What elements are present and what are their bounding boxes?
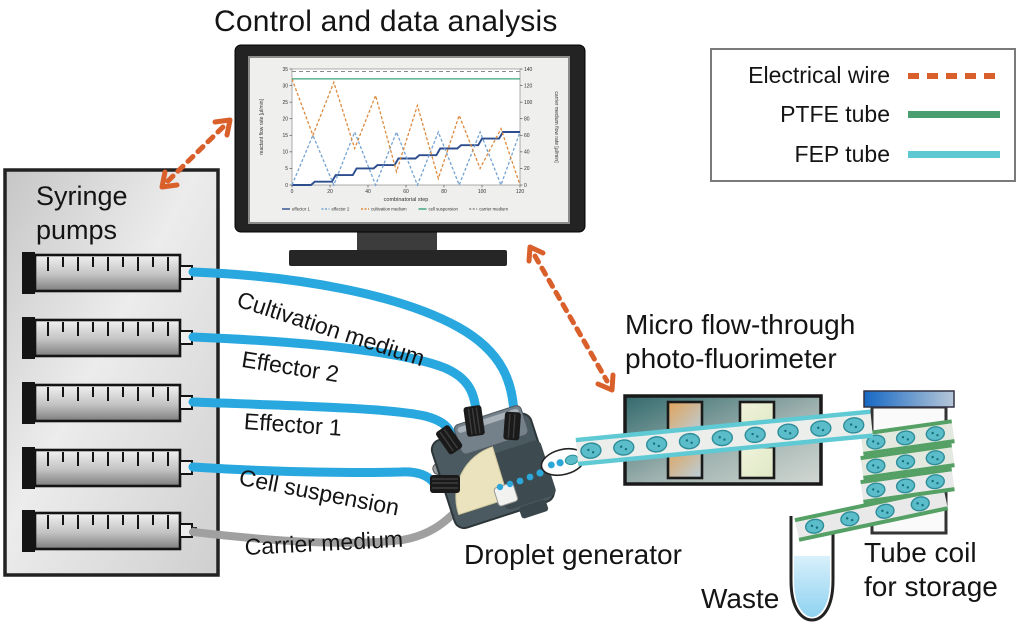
- coil-exit-band: [794, 486, 949, 542]
- svg-text:60: 60: [524, 133, 530, 139]
- syringe: [22, 382, 197, 424]
- electrical-wire-monitor-fluorimeter: [526, 244, 616, 393]
- droplet-band: [575, 409, 874, 467]
- svg-text:25: 25: [282, 100, 288, 106]
- monitor: 0 5 10 15 20 25 30 35 0 20 40 60 80 100 120 140 0 20 40 60 8…: [234, 44, 586, 266]
- svg-text:carrier medium flow rate [µl/m: carrier medium flow rate [µl/min]: [553, 91, 559, 163]
- legend-label: Electrical wire: [748, 62, 890, 89]
- electrical-wires: [159, 117, 616, 393]
- syringe: [22, 447, 197, 489]
- coil-wraps: [794, 419, 955, 542]
- page-title: Control and data analysis: [214, 5, 558, 38]
- legend-item-ptfe-tube: PTFE tube: [726, 101, 1000, 128]
- syringe: [22, 510, 197, 552]
- reagent-tubes: [188, 267, 519, 547]
- svg-text:100: 100: [524, 100, 533, 106]
- svg-text:40: 40: [365, 189, 371, 195]
- svg-text:15: 15: [282, 133, 288, 139]
- svg-text:effector 2: effector 2: [332, 207, 350, 212]
- tube-carrier-medium: [189, 501, 466, 547]
- monitor-chart: 0 5 10 15 20 25 30 35 0 20 40 60 80 100 120 140 0 20 40 60 8…: [259, 67, 559, 212]
- svg-text:60: 60: [403, 189, 409, 195]
- svg-text:10: 10: [282, 150, 288, 156]
- coil-band: [860, 419, 955, 456]
- legend-item-fep-tube: FEP tube: [726, 141, 1000, 168]
- svg-text:carrier medium: carrier medium: [479, 207, 508, 212]
- generator-knobs: [430, 405, 521, 493]
- tube-effector-2: [188, 332, 481, 415]
- monitor-stand-base: [289, 250, 507, 266]
- droplet-magnifier: [540, 447, 586, 477]
- tube-cultivation-medium: [188, 267, 519, 417]
- svg-text:35: 35: [282, 67, 288, 73]
- tube-cell-suspension: [188, 462, 438, 487]
- svg-text:80: 80: [524, 117, 530, 123]
- droplet-generator-device: [430, 405, 586, 530]
- syringe-pumps-title: Syringe pumps: [36, 181, 128, 245]
- svg-text:combinatorial step: combinatorial step: [384, 197, 429, 203]
- legend-label: FEP tube: [794, 140, 890, 167]
- svg-text:140: 140: [524, 67, 533, 73]
- electrical-wire-pumps-monitor: [159, 117, 233, 190]
- syringe-pump-unit: [3, 168, 220, 577]
- coil-band: [860, 467, 955, 504]
- svg-text:cell suspension: cell suspension: [429, 207, 459, 212]
- svg-text:5: 5: [285, 166, 288, 172]
- syringe: [22, 317, 197, 359]
- svg-text:80: 80: [441, 189, 447, 195]
- syringe: [22, 252, 197, 294]
- svg-text:reactant flow rate [µl/min]: reactant flow rate [µl/min]: [259, 98, 265, 155]
- tube-coil-label: Tube coil for storage: [864, 537, 998, 603]
- fluorimeter-label: Micro flow-through photo-fluorimeter: [625, 309, 856, 375]
- svg-text:20: 20: [327, 189, 333, 195]
- svg-text:20: 20: [282, 117, 288, 123]
- svg-text:100: 100: [478, 189, 487, 195]
- ptfe-tube-swatch: [908, 111, 1000, 119]
- svg-text:effector 1: effector 1: [292, 207, 310, 212]
- svg-text:0: 0: [524, 183, 527, 189]
- fluorimeter-window: [738, 445, 776, 480]
- fep-tube-swatch: [908, 150, 1000, 158]
- legend-label: PTFE tube: [780, 101, 890, 128]
- svg-text:120: 120: [524, 83, 533, 89]
- svg-text:40: 40: [524, 150, 530, 156]
- svg-text:30: 30: [282, 83, 288, 89]
- waste-tube: [789, 516, 835, 622]
- tube-effector-1: [188, 397, 456, 438]
- tube-type-legend: Electrical wire PTFE tube FEP tube: [710, 48, 1016, 182]
- droplet-generator-label: Droplet generator: [464, 539, 682, 570]
- svg-text:cultivation medium: cultivation medium: [371, 207, 407, 212]
- svg-text:120: 120: [516, 189, 525, 195]
- coil-band: [860, 443, 955, 480]
- svg-text:0: 0: [285, 183, 288, 189]
- svg-text:0: 0: [291, 189, 294, 195]
- svg-text:20: 20: [524, 166, 530, 172]
- legend-item-electrical-wire: Electrical wire: [726, 62, 1000, 89]
- coil-cap: [863, 390, 955, 408]
- waste-label: Waste: [701, 583, 780, 614]
- electrical-wire-swatch: [908, 72, 1000, 79]
